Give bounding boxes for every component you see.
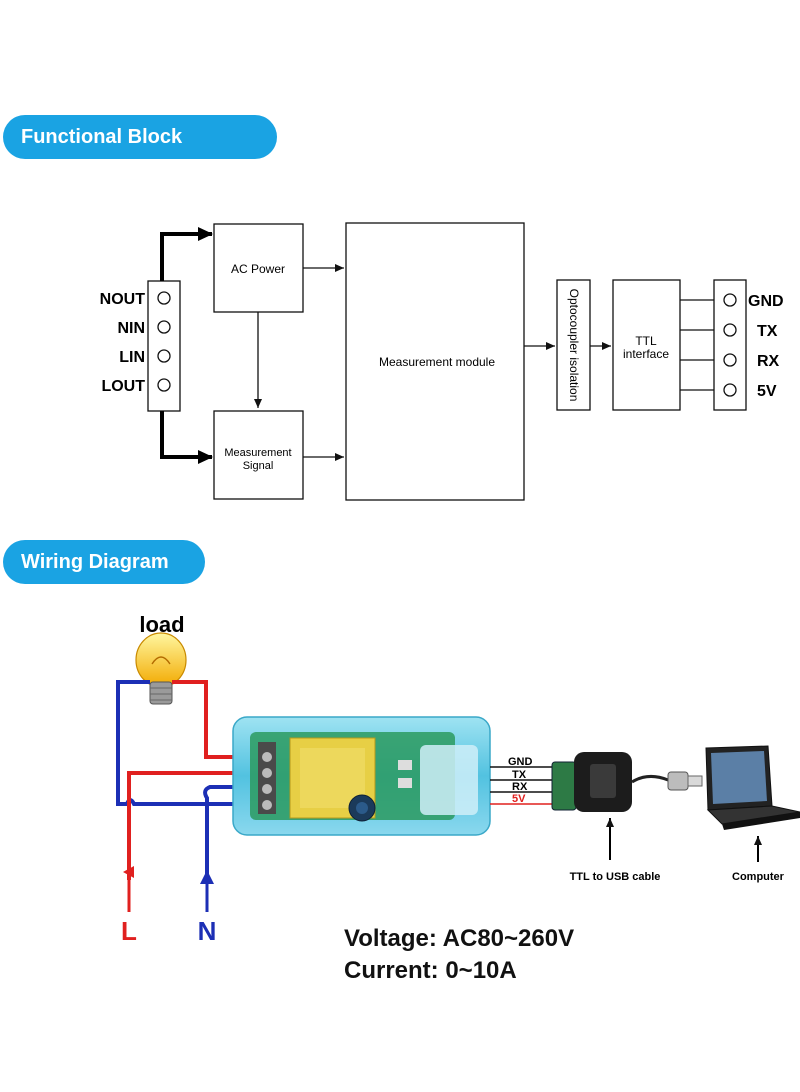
output-label-rx: RX — [757, 353, 780, 370]
signal-wires — [490, 766, 552, 805]
terminal-label-lin: LIN — [119, 349, 145, 366]
arrow-to-ac-power — [160, 227, 213, 281]
ac-power-label: AC Power — [231, 262, 285, 276]
optocoupler-label: Optocoupler isolation — [567, 289, 581, 402]
wire-label-tx: TX — [512, 769, 527, 781]
arrow-to-measurement-signal — [160, 411, 213, 464]
block-diagram-title: Functional Block Diagram — [3, 115, 277, 192]
power-meter-module — [232, 716, 491, 836]
neutral-label: N — [198, 916, 217, 946]
measurement-module-label: Measurement module — [379, 355, 495, 369]
measurement-signal-label-1: Measurement — [224, 447, 291, 459]
laptop-icon — [705, 745, 800, 830]
optocoupler-box — [556, 279, 591, 411]
wire-label-5v: 5V — [512, 793, 526, 805]
computer-label: Computer — [732, 871, 785, 883]
current-spec: Current: 0~10A — [344, 957, 517, 984]
input-terminal-block — [147, 280, 181, 412]
measurement-signal-label-2: Signal — [243, 460, 274, 472]
neutral-arrowhead — [200, 870, 214, 884]
neutral-wires — [116, 680, 248, 880]
ttl-output-lines — [680, 299, 714, 391]
voltage-spec: Voltage: AC80~260V — [344, 925, 575, 952]
ttl-interface-box — [612, 279, 681, 411]
output-terminal-block — [713, 279, 747, 411]
ttl-interface-label-2: interface — [623, 347, 669, 361]
live-label: L — [121, 916, 137, 946]
wiring-diagram-title: Wiring Diagram — [3, 540, 205, 584]
light-bulb-icon — [135, 632, 187, 705]
output-label-tx: TX — [757, 323, 778, 340]
terminal-label-nout: NOUT — [100, 291, 146, 308]
wire-label-rx: RX — [512, 781, 528, 793]
ttl-interface-label-1: TTL — [635, 334, 657, 348]
ttl-usb-adapter — [551, 752, 703, 812]
measurement-signal-box — [213, 410, 304, 500]
live-wires — [127, 680, 248, 880]
terminal-label-lout: LOUT — [101, 378, 145, 395]
wire-label-gnd: GND — [508, 756, 533, 768]
terminal-label-nin: NIN — [117, 320, 145, 337]
output-label-5v: 5V — [757, 383, 777, 400]
measurement-module-box — [345, 222, 525, 501]
cable-label: TTL to USB cable — [570, 871, 661, 883]
output-label-gnd: GND — [748, 293, 784, 310]
